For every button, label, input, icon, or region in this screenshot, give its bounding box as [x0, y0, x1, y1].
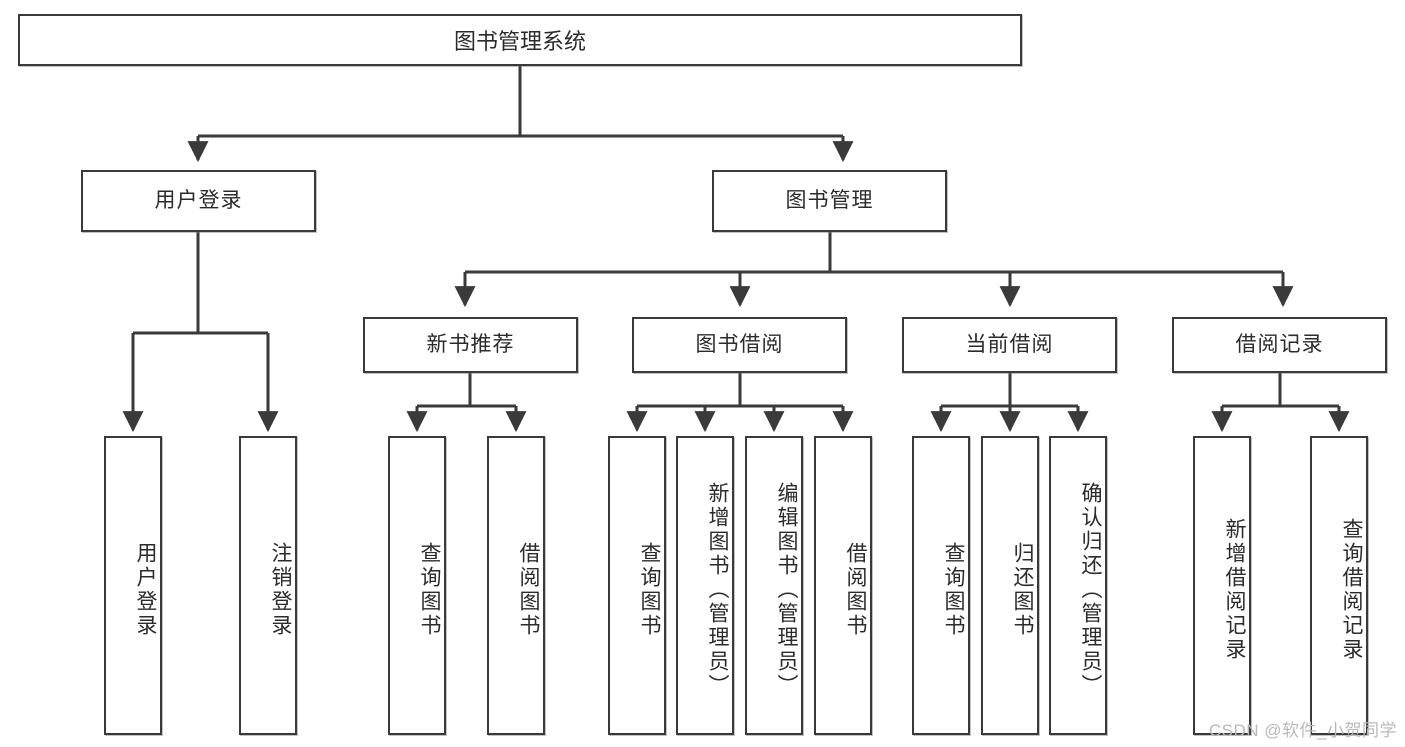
node-label: 借阅图书 [517, 541, 540, 638]
leaf-user-login[interactable]: 用户登录 [104, 436, 162, 735]
node-label: 借阅图书 [844, 541, 867, 638]
leaf-query-books-current[interactable]: 查询图书 [912, 436, 970, 735]
leaf-add-book-admin[interactable]: 新增图书（管理员） [676, 436, 734, 735]
node-label: 查询借阅记录 [1340, 517, 1363, 662]
node-label: 注销登录 [269, 541, 292, 638]
node-label: 借阅记录 [1235, 333, 1324, 357]
node-book-management-system[interactable]: 图书管理系统 [18, 14, 1022, 66]
node-label: 新增借阅记录 [1223, 517, 1246, 662]
leaf-edit-book-admin[interactable]: 编辑图书（管理员） [745, 436, 803, 735]
leaf-query-books-recommendation[interactable]: 查询图书 [388, 436, 446, 735]
leaf-return-books[interactable]: 归还图书 [981, 436, 1039, 735]
node-new-book-recommendation[interactable]: 新书推荐 [363, 317, 578, 373]
node-borrowing-records[interactable]: 借阅记录 [1172, 317, 1387, 373]
node-book-borrowing[interactable]: 图书借阅 [632, 317, 847, 373]
leaf-borrow-books-recommendation[interactable]: 借阅图书 [487, 436, 545, 735]
node-current-borrowing[interactable]: 当前借阅 [902, 317, 1117, 373]
watermark-text: CSDN @软件_小贺同学 [1208, 721, 1397, 740]
node-label: 查询图书 [942, 541, 965, 638]
node-book-management[interactable]: 图书管理 [712, 170, 947, 232]
leaf-borrow-books-borrowing[interactable]: 借阅图书 [814, 436, 872, 735]
leaf-query-books-borrowing[interactable]: 查询图书 [608, 436, 666, 735]
node-label: 确认归还（管理员） [1079, 481, 1102, 698]
leaf-add-borrowing-record[interactable]: 新增借阅记录 [1193, 436, 1251, 735]
node-label: 用户登录 [154, 189, 243, 213]
node-label: 当前借阅 [965, 333, 1054, 357]
leaf-confirm-return-admin[interactable]: 确认归还（管理员） [1049, 436, 1107, 735]
node-label: 新增图书（管理员） [706, 481, 729, 698]
node-label: 编辑图书（管理员） [775, 481, 798, 698]
node-label: 图书管理系统 [453, 29, 586, 54]
leaf-query-borrowing-record[interactable]: 查询借阅记录 [1310, 436, 1368, 735]
leaf-logout[interactable]: 注销登录 [239, 436, 297, 735]
node-label: 查询图书 [638, 541, 661, 638]
node-label: 归还图书 [1011, 541, 1034, 638]
node-label: 用户登录 [134, 541, 157, 638]
node-label: 图书管理 [785, 189, 874, 213]
node-user-login[interactable]: 用户登录 [81, 170, 316, 232]
node-label: 图书借阅 [695, 333, 784, 357]
node-label: 新书推荐 [426, 333, 515, 357]
node-label: 查询图书 [418, 541, 441, 638]
